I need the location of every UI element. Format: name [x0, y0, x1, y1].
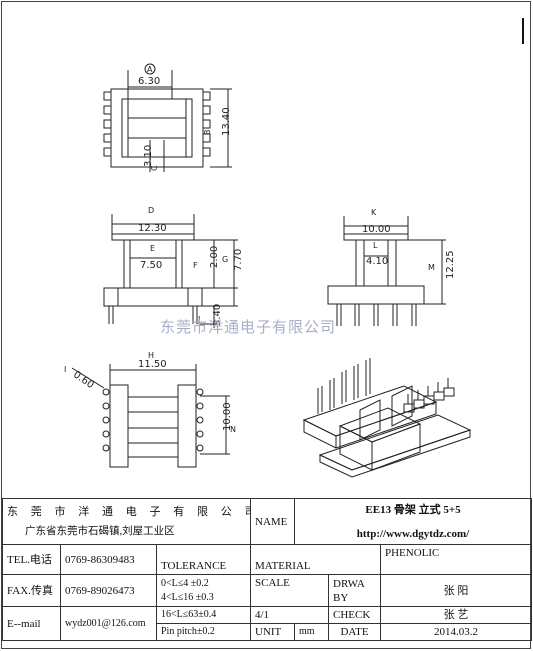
fax-label: FAX.传真: [2, 574, 61, 607]
dim-G-value: 7.70: [233, 249, 244, 271]
product-name: EE13 骨架 立式 5+5: [365, 503, 461, 516]
name-label: NAME: [250, 498, 295, 545]
engineering-drawing: A 6.30 B 13.40 C 3.10 D 12.30 E 7.50 F 2…: [64, 63, 472, 478]
front-view: [103, 214, 238, 328]
dim-A-bubble: [144, 63, 156, 75]
dim-H-label: H: [148, 351, 154, 360]
side-view: [327, 216, 446, 326]
dim-G-label: G: [222, 255, 228, 264]
tolerance-range-3: 16<L≤63±0.4: [156, 606, 251, 624]
dim-B-label: B: [203, 130, 212, 136]
dim-M-label: M: [428, 263, 435, 272]
drawn-by-label: DRWA BY: [328, 574, 381, 607]
company-cell: 东 莞 市 洋 通 电 子 有 限 公 司 广东省东莞市石碣镇,刘屋工业区: [2, 498, 251, 545]
checked-by-value: 张 艺: [380, 606, 532, 624]
material-label: MATERIAL: [250, 544, 381, 575]
dim-C-value: 3.10: [143, 145, 154, 167]
tolerance-range-2: 4<L≤16 ±0.3: [161, 591, 214, 603]
corner-mark: [519, 18, 524, 44]
dim-J-value: 3.40: [212, 304, 223, 326]
product-cell: EE13 骨架 立式 5+5 http://www.dgytdz.com/: [294, 498, 532, 545]
email-label: E--mail: [2, 606, 61, 641]
title-block: 东 莞 市 洋 通 电 子 有 限 公 司 广东省东莞市石碣镇,刘屋工业区 NA…: [2, 498, 532, 641]
tolerance-pin-pitch: Pin pitch±0.2: [156, 623, 251, 641]
isometric-view: [302, 358, 472, 478]
company-url: http://www.dgytdz.com/: [356, 527, 470, 540]
tolerance-range-1: 0<L≤4 ±0.2: [161, 577, 209, 589]
dim-J-label: J: [197, 315, 200, 324]
tel-label: TEL.电话: [2, 544, 61, 575]
dim-A-label: A: [147, 65, 153, 74]
dim-L-value: 4.10: [366, 256, 388, 267]
bottom-view: [71, 364, 230, 468]
dim-H-value: 11.50: [138, 359, 167, 370]
drawn-by-value: 张 阳: [380, 574, 532, 607]
dim-M-value: 12.25: [445, 250, 456, 279]
unit-label: UNIT: [250, 623, 295, 641]
dim-B-value: 13.40: [221, 107, 232, 136]
dim-F-label: F: [193, 261, 198, 270]
watermark: 东莞市洋通电子有限公司: [160, 318, 337, 336]
dim-L-label: L: [373, 241, 378, 250]
date-value: 2014.03.2: [380, 623, 532, 641]
dim-K-label: K: [371, 208, 377, 217]
dim-A-value: 6.30: [138, 76, 160, 87]
dim-D-label: D: [148, 206, 154, 215]
material-value: PHENOLIC: [380, 544, 532, 575]
top-view: [103, 64, 232, 172]
date-label: DATE: [328, 623, 381, 641]
dim-I-value: 0.60: [71, 369, 96, 391]
dim-N-value: 10.00: [222, 402, 233, 431]
dim-D-value: 12.30: [138, 223, 167, 234]
company-name: 东 莞 市 洋 通 电 子 有 限 公 司: [7, 505, 251, 518]
company-address: 广东省东莞市石碣镇,刘屋工业区: [25, 525, 175, 537]
dim-K-value: 10.00: [362, 224, 391, 235]
tolerance-ranges: 0<L≤4 ±0.2 4<L≤16 ±0.3: [156, 574, 251, 607]
dim-I-label: I: [64, 365, 66, 374]
dim-F-value: 2.00: [209, 246, 220, 268]
dim-E-value: 7.50: [140, 260, 162, 271]
unit-value: mm: [294, 623, 329, 641]
email-value: wydz001@126.com: [60, 606, 157, 641]
scale-value: 4/1: [250, 606, 329, 624]
check-label: CHECK: [328, 606, 381, 624]
dim-N-label: N: [230, 425, 236, 434]
tel-value: 0769-86309483: [60, 544, 157, 575]
tolerance-label: TOLERANCE: [156, 544, 251, 575]
fax-value: 0769-89026473: [60, 574, 157, 607]
scale-label: SCALE: [250, 574, 329, 607]
dim-E-label: E: [150, 244, 155, 253]
dim-C-label: C: [150, 165, 159, 171]
